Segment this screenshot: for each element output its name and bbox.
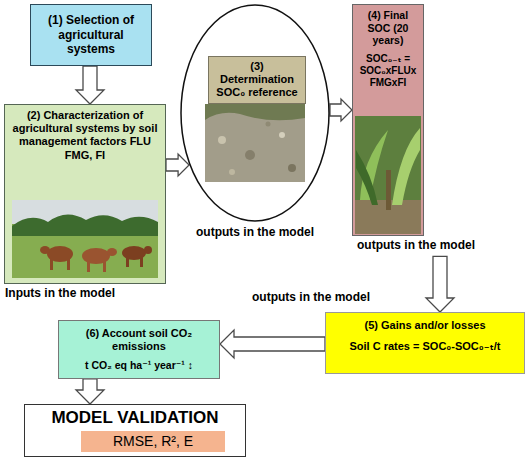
foliage [355, 116, 421, 234]
cow [122, 246, 152, 267]
ellipse-outline [180, 4, 330, 222]
box-text: RMSE, R², E [81, 431, 225, 452]
box-heading: (3) Determination SOC₀ reference [212, 60, 302, 100]
caption: Inputs in the model [5, 286, 115, 300]
stone [279, 132, 285, 138]
stem [386, 170, 391, 210]
ellipse-region: outputs in the model(3) Determination SO… [180, 4, 330, 222]
caption: outputs in the model [357, 238, 475, 252]
box-text: t CO₂ eq ha⁻¹ year⁻¹ ↕ [64, 359, 214, 372]
ellipse-outline [181, 5, 329, 221]
crop-photo [355, 116, 421, 234]
box-heading: (6) Account soil CO₂ emissions [64, 327, 214, 353]
block-arrow [330, 99, 352, 121]
block-arrow [76, 379, 104, 404]
process-box: (2) Characterization of agricultural sys… [4, 104, 166, 284]
block-arrow [220, 330, 325, 358]
block-arrow [426, 256, 454, 312]
box-heading: MODEL VALIDATION [31, 408, 239, 428]
stone [288, 164, 296, 172]
cow-leg [87, 261, 90, 272]
stone [229, 169, 235, 175]
cow-leg [140, 257, 143, 267]
process-box: (4) Final SOC (20 years) SOC₀₋ₜ = SOC₀xFL… [352, 4, 424, 236]
weeds [205, 104, 305, 120]
soil [205, 104, 305, 182]
cow-leg [126, 257, 129, 267]
cow-head [107, 248, 117, 256]
grass [12, 200, 158, 278]
cow [40, 246, 73, 270]
process-box: (1) Selection of agricultural systems [30, 4, 152, 66]
box-heading: (2) Characterization of agricultural sys… [9, 109, 161, 162]
banana-leaf [392, 128, 420, 205]
cow-head [144, 246, 152, 254]
stone [245, 150, 255, 160]
banana-leaf [356, 150, 378, 205]
block-arrow [166, 154, 189, 176]
stone [266, 122, 271, 127]
box-heading: (4) Final SOC (20 years) [356, 9, 420, 47]
pasture-photo [12, 200, 158, 278]
box-ground [4, 104, 166, 284]
cow-leg [67, 259, 70, 270]
cow-head [40, 246, 50, 254]
process-box: MODEL VALIDATION RMSE, R², E [24, 404, 246, 457]
block-arrow [76, 66, 104, 104]
note-label: outputs in the model [252, 290, 370, 304]
stone [218, 136, 226, 144]
process-box: (5) Gains and/or lossesSoil C rates = SO… [325, 312, 525, 374]
box-heading: (5) Gains and/or losses [332, 319, 518, 332]
box-text: Soil C rates = SOC₀-SOC₀₋ₜ/t [332, 340, 518, 353]
caption: outputs in the model [196, 225, 314, 239]
cow-leg [50, 259, 53, 270]
box-text: SOC₀₋ₜ = SOC₀xFLUx FMGxFI [356, 53, 420, 89]
process-box: (3) Determination SOC₀ reference [208, 56, 306, 104]
process-box: (6) Account soil CO₂ emissions t CO₂ eq h… [58, 320, 220, 379]
box-heading: (1) Selection of agricultural systems [36, 13, 146, 56]
cow-leg [103, 261, 106, 272]
box-ground [352, 4, 424, 236]
soil-photo [205, 104, 305, 182]
grass [12, 236, 158, 278]
cow [82, 248, 117, 272]
tree-line [12, 214, 158, 238]
